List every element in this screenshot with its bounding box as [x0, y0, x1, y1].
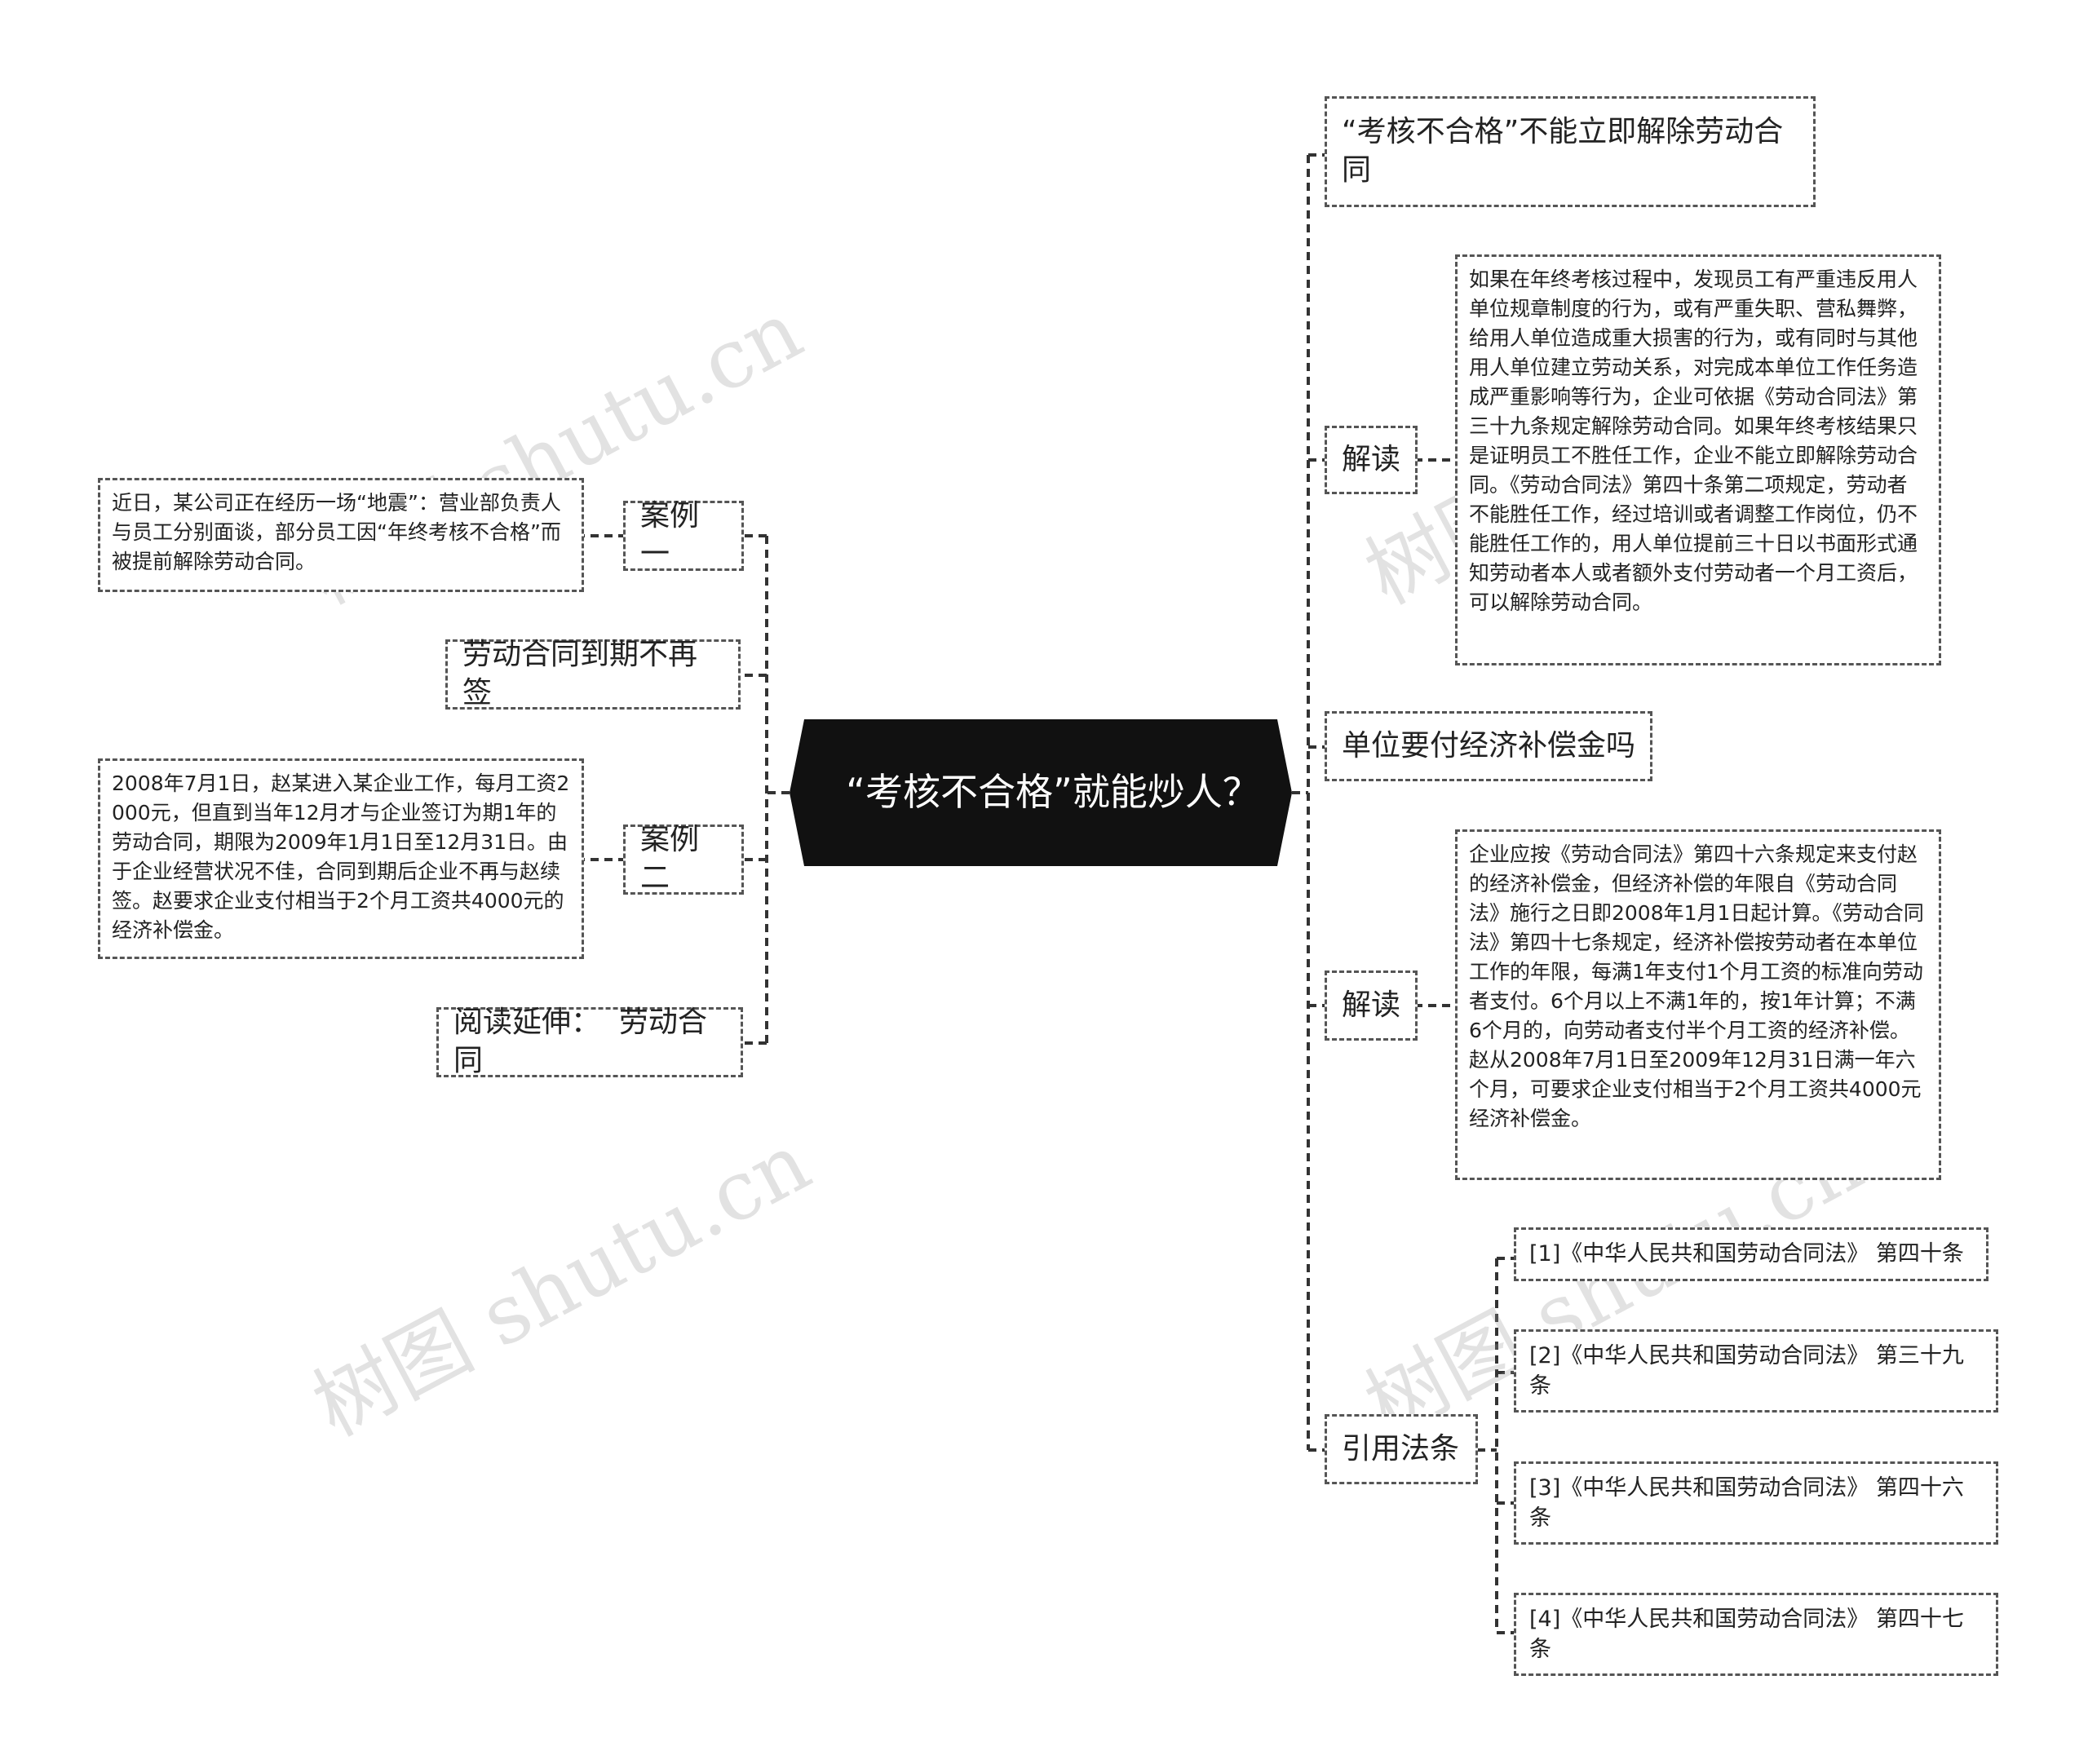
case1-detail-text: 近日，某公司正在经历一场“地震”：营业部负责人与员工分别面谈，部分员工因“年终考… [112, 491, 561, 573]
contract-expiry-label: 劳动合同到期不再签 [462, 638, 698, 710]
extended-reading-node[interactable]: 阅读延伸： 劳动合同 [436, 1006, 743, 1077]
citation-text: [4]《中华人民共和国劳动合同法》 第四十七条 [1529, 1606, 1964, 1662]
interpret2-detail-text: 企业应按《劳动合同法》第四十六条规定来支付赵的经济补偿金，但经济补偿的年限自《劳… [1469, 842, 1924, 1130]
topic2-node[interactable]: 单位要付经济补偿金吗 [1325, 711, 1652, 781]
interpret1-node[interactable]: 解读 [1325, 426, 1418, 494]
citation-text: [2]《中华人民共和国劳动合同法》 第三十九条 [1529, 1342, 1964, 1399]
interpret1-detail-text: 如果在年终考核过程中，发现员工有严重违反用人单位规章制度的行为，或有严重失职、营… [1469, 267, 1918, 614]
root-shape [790, 719, 1292, 866]
citation-item[interactable]: [2]《中华人民共和国劳动合同法》 第三十九条 [1514, 1329, 1998, 1413]
citation-item[interactable]: [1]《中华人民共和国劳动合同法》 第四十条 [1514, 1227, 1988, 1281]
contract-expiry-node[interactable]: 劳动合同到期不再签 [445, 638, 741, 710]
interpret2-node[interactable]: 解读 [1325, 970, 1418, 1041]
root-node[interactable]: “考核不合格”就能炒人？ [790, 719, 1292, 866]
interpret1-detail-node[interactable]: 如果在年终考核过程中，发现员工有严重违反用人单位规章制度的行为，或有严重失职、营… [1455, 254, 1941, 665]
case1-detail-node[interactable]: 近日，某公司正在经历一场“地震”：营业部负责人与员工分别面谈，部分员工因“年终考… [98, 478, 584, 592]
citation-text: [1]《中华人民共和国劳动合同法》 第四十条 [1529, 1241, 1964, 1267]
case2-label: 案例二 [640, 823, 700, 895]
citation-text: [3]《中华人民共和国劳动合同法》 第四十六条 [1529, 1474, 1964, 1531]
interpret1-label: 解读 [1342, 442, 1401, 476]
citations-label: 引用法条 [1342, 1431, 1460, 1466]
topic1-node[interactable]: “考核不合格”不能立即解除劳动合同 [1325, 96, 1816, 207]
root-title: “考核不合格”就能炒人？ [846, 770, 1260, 815]
case1-node[interactable]: 案例一 [623, 499, 744, 571]
interpret2-label: 解读 [1342, 988, 1401, 1022]
case2-detail-text: 2008年7月1日，赵某进入某企业工作，每月工资2000元，但直到当年12月才与… [112, 771, 570, 942]
citation-item[interactable]: [3]《中华人民共和国劳动合同法》 第四十六条 [1514, 1461, 1998, 1545]
topic1-label: “考核不合格”不能立即解除劳动合同 [1342, 115, 1784, 187]
case1-label: 案例一 [640, 499, 700, 571]
case2-node[interactable]: 案例二 [623, 823, 744, 895]
topic2-label: 单位要付经济补偿金吗 [1342, 728, 1636, 763]
extended-reading-label: 阅读延伸： 劳动合同 [453, 1006, 707, 1077]
interpret2-detail-node[interactable]: 企业应按《劳动合同法》第四十六条规定来支付赵的经济补偿金，但经济补偿的年限自《劳… [1455, 829, 1941, 1180]
citations-node[interactable]: 引用法条 [1325, 1414, 1478, 1484]
case2-detail-node[interactable]: 2008年7月1日，赵某进入某企业工作，每月工资2000元，但直到当年12月才与… [98, 758, 584, 959]
citation-item[interactable]: [4]《中华人民共和国劳动合同法》 第四十七条 [1514, 1593, 1998, 1676]
